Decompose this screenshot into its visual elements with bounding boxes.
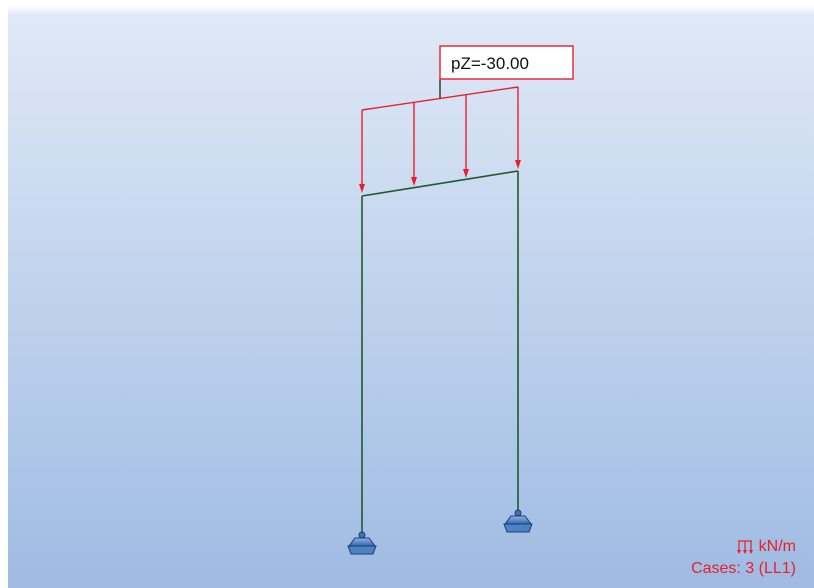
left-support-icon[interactable] <box>347 531 377 555</box>
distributed-load[interactable] <box>361 86 519 186</box>
load-arrowhead-2 <box>411 177 417 186</box>
left-support-pin <box>358 531 366 539</box>
viewport-background <box>8 6 814 588</box>
load-arrowhead-1 <box>359 184 365 193</box>
load-arrowhead-4 <box>515 160 521 169</box>
right-support-icon[interactable] <box>503 509 533 533</box>
top-beam[interactable] <box>361 170 519 197</box>
load-legend: kN/m Cases: 3 (LL1) <box>691 536 796 580</box>
load-arrowhead-3 <box>463 169 469 178</box>
load-label-text: pZ=-30.00 <box>451 54 529 73</box>
load-arrowheads <box>359 160 521 193</box>
right-support-pin <box>514 509 522 517</box>
right-support-base <box>503 523 533 533</box>
legend-unit-row: kN/m <box>691 536 796 558</box>
legend-cases-text: Cases: 3 (LL1) <box>691 560 796 577</box>
legend-unit-text: kN/m <box>758 538 796 555</box>
left-support-base <box>347 545 377 555</box>
load-label-box[interactable] <box>439 45 574 80</box>
load-envelope-top <box>361 86 519 111</box>
distributed-load-icon <box>736 540 753 554</box>
